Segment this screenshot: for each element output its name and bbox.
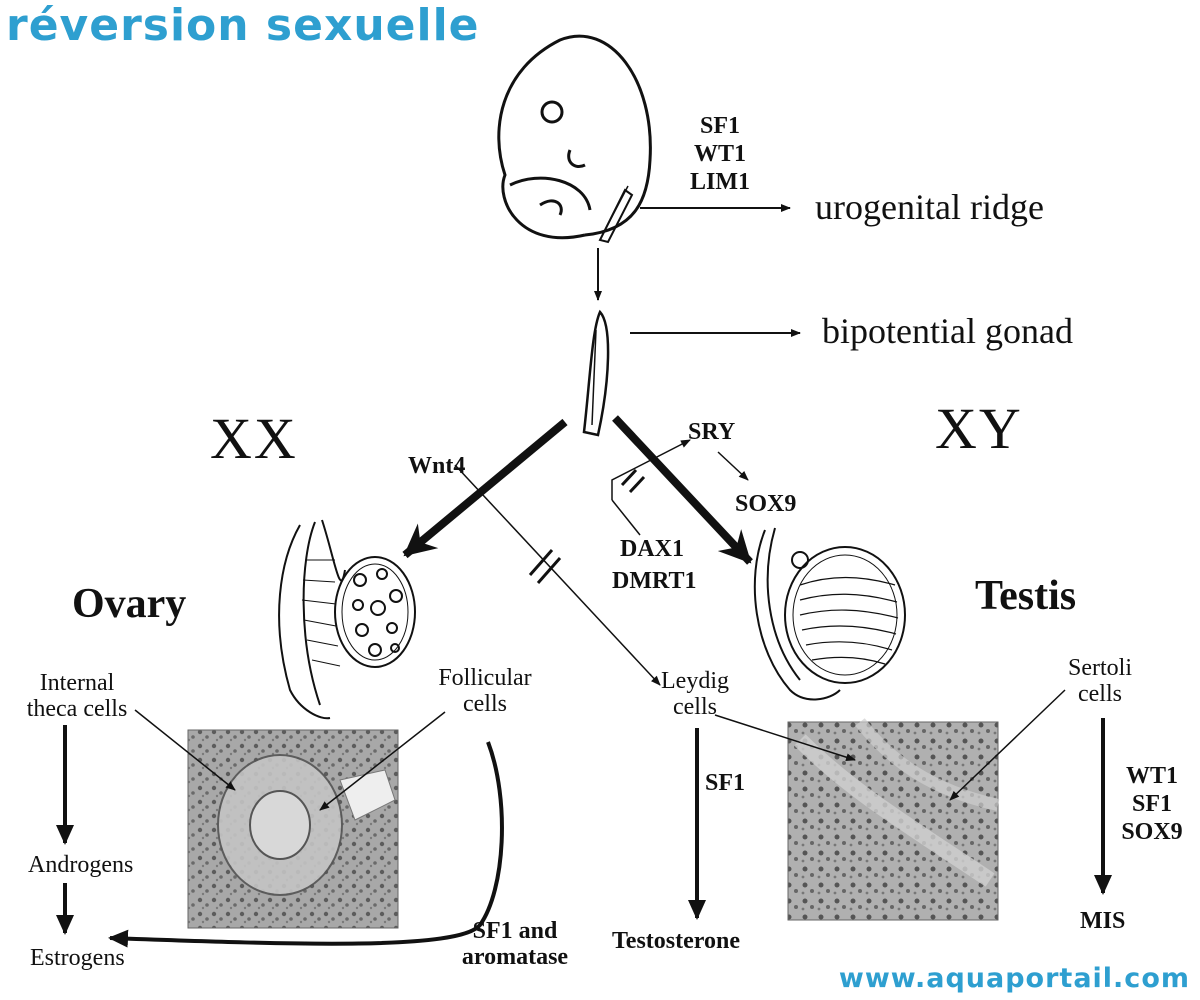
xx-label: XX: [210, 406, 298, 471]
sertoli-gene-list: WT1 SF1 SOX9: [1112, 762, 1192, 846]
gene-sf1-sertoli: SF1: [1131, 791, 1172, 817]
gene-wt1: WT1: [693, 141, 746, 167]
testis-label: Testis: [975, 573, 1077, 619]
source-url[interactable]: www.aquaportail.com: [838, 963, 1190, 994]
leydig-cells-label: Leydig cells: [661, 668, 729, 720]
sry-label: SRY: [688, 419, 736, 445]
follicular-pointer: [319, 711, 446, 811]
top-gene-list: SF1 WT1 LIM1: [680, 112, 760, 196]
estrogens-label: Estrogens: [30, 945, 125, 971]
aromatase-arrow: [108, 741, 504, 948]
wnt4-to-leydig-arrow: [454, 464, 661, 686]
sox9-label: SOX9: [735, 491, 797, 517]
follicular-cells-label: Follicular cells: [438, 665, 532, 717]
sry-to-sox9-arrow: [717, 451, 749, 481]
mis-label: MIS: [1080, 908, 1126, 934]
dmrt1-label: DMRT1: [612, 568, 697, 594]
arrow-to-ovary: [402, 418, 568, 559]
sertoli-cells-label: Sertoli cells: [1068, 655, 1132, 707]
page-title: réversion sexuelle: [6, 0, 480, 51]
internal-theca-label: Internal theca cells: [26, 670, 128, 722]
gene-wt1-sertoli: WT1: [1125, 763, 1178, 789]
wnt4-label: Wnt4: [408, 453, 466, 479]
sertoli-pointer: [949, 689, 1066, 801]
arrow-to-testis: [612, 415, 753, 565]
urogenital-ridge-label: urogenital ridge: [815, 187, 1044, 227]
sf1-aromatase-label: SF1 and aromatase: [461, 918, 569, 970]
gene-sf1: SF1: [699, 113, 740, 139]
theca-pointer: [134, 709, 236, 791]
ovary-label: Ovary: [72, 581, 187, 627]
bipotential-gonad-label: bipotential gonad: [822, 311, 1073, 351]
dax1-inhibits-sry: [611, 439, 691, 500]
gene-lim1: LIM1: [690, 169, 750, 195]
leydig-pointer: [714, 714, 856, 762]
gene-sox9-sertoli: SOX9: [1121, 819, 1183, 845]
testosterone-label: Testosterone: [612, 928, 740, 954]
embryo-drawing: [497, 34, 652, 244]
sf1-leydig-label: SF1: [705, 770, 746, 796]
testis-drawing: [753, 527, 906, 701]
androgens-label: Androgens: [28, 852, 134, 878]
xy-label: XY: [935, 396, 1023, 461]
ovary-drawing: [278, 519, 416, 720]
dax1-label: DAX1: [620, 536, 684, 562]
gonad-drawing: [582, 309, 610, 437]
